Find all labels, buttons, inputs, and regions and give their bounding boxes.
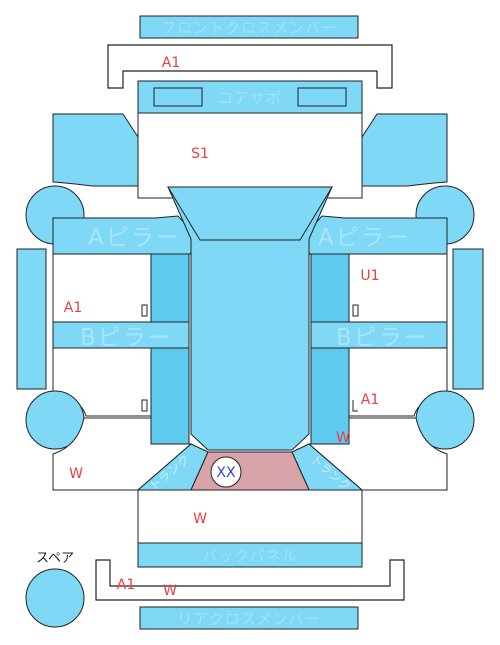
right-side-skirt[interactable] — [452, 248, 484, 390]
core-support-left-slot — [153, 87, 203, 107]
right-b-pillar-label: Bピラー — [336, 325, 429, 351]
left-rear-striker — [141, 399, 148, 412]
core-support-right-slot — [297, 87, 347, 107]
left-front-striker — [141, 304, 148, 317]
windshield[interactable] — [167, 186, 333, 241]
left-front-fender[interactable] — [52, 113, 139, 187]
front-panel[interactable] — [137, 112, 363, 199]
right-b-pillar[interactable] — [310, 321, 448, 349]
spare-tire[interactable] — [25, 568, 85, 628]
roof-panel[interactable] — [167, 186, 333, 451]
code-front-panel: S1 — [191, 146, 209, 162]
left-b-pillar[interactable] — [52, 321, 190, 349]
left-side-skirt[interactable] — [16, 248, 47, 390]
trunk-floor[interactable] — [190, 451, 310, 491]
code-trunk-floor: XX — [216, 465, 236, 481]
code-rear-floor: W — [193, 511, 207, 527]
rear-floor[interactable] — [137, 489, 363, 544]
left-b-pillar-label: Bピラー — [80, 325, 173, 351]
back-panel-label: バックパネル — [202, 547, 297, 565]
front-cross-member-label: フロントクロスメンバー — [161, 19, 337, 37]
right-rear-striker — [352, 400, 358, 412]
core-support-label: コアサポ — [218, 89, 282, 107]
right-a-pillar-label: Aピラー — [318, 225, 411, 251]
code-right-rear-door: A1 — [361, 392, 379, 408]
left-a-pillar-label: Aピラー — [88, 225, 181, 251]
trunk-floor-marker[interactable] — [210, 456, 242, 488]
rear-cross-member-label: リアクロスメンバー — [177, 610, 320, 628]
code-right-front-door: U1 — [360, 268, 379, 284]
spare-label: スペア — [36, 551, 74, 566]
front-member-bracket[interactable] — [107, 44, 393, 89]
rear-cross-member[interactable] — [139, 606, 359, 630]
front-cross-member[interactable] — [139, 15, 359, 39]
code-rear-member-w: W — [163, 583, 177, 599]
back-panel[interactable] — [137, 542, 363, 568]
code-rear-member-a: A1 — [117, 577, 135, 593]
rear-member-bracket[interactable] — [95, 559, 405, 601]
right-front-striker — [352, 304, 359, 317]
code-front-member: A1 — [162, 55, 180, 71]
code-right-rear-fender: W — [336, 430, 350, 446]
code-left-rear-fender: W — [69, 466, 83, 482]
right-front-fender[interactable] — [361, 113, 448, 187]
code-left-front-door: A1 — [64, 300, 82, 316]
